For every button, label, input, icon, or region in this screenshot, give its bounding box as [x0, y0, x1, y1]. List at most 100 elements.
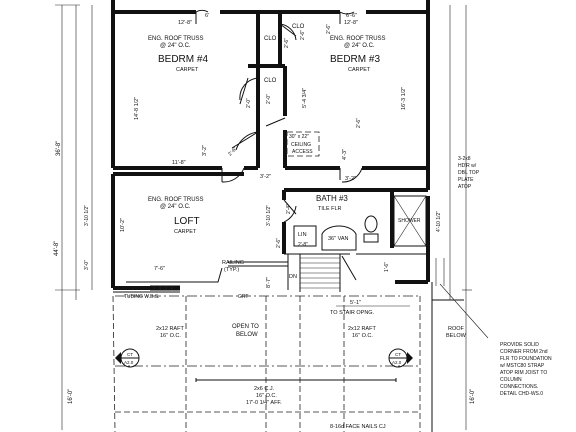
section-markers: [115, 348, 413, 368]
loft-spacing: @ 24" O.C.: [160, 204, 191, 210]
linen-label: LIN: [298, 232, 307, 238]
exterior-walls: [111, 0, 430, 293]
bedroom3-truss: ENG. ROOF TRUSS: [330, 36, 386, 42]
rafter-label: 2x12 RAFT: [348, 326, 376, 332]
rafter-label: 2x12 RAFT: [156, 326, 184, 332]
closet-label: CLO: [264, 36, 277, 42]
door-size-text: 2'-4": [286, 204, 292, 214]
face-nails-label: 8-16d FACE NAILS CJ: [330, 424, 386, 430]
header-note: PLATE: [458, 177, 474, 183]
overall-dimension-text: 16'-0": [470, 389, 476, 404]
section-marker-label: CT: [395, 352, 401, 357]
bath3-floor: TILE FLR: [318, 206, 342, 212]
bath-fixtures: [293, 195, 427, 251]
bath3-title: BATH #3: [316, 194, 348, 203]
railing-label: (TYP.): [224, 267, 239, 273]
dimension-text: 14'-8 1/2": [134, 97, 140, 120]
roof-below-box: [431, 258, 489, 432]
overall-dimension-text: 36'-8": [56, 141, 62, 156]
ceiling-joist-label: 16" O.C.: [256, 393, 277, 399]
corner-note: CONNECTIONS.: [500, 384, 538, 390]
dimension-text: 6': [205, 13, 209, 19]
overall-dimension-text: 44'-8": [54, 241, 60, 256]
open-to-below-label: OPEN TO: [232, 324, 259, 330]
bedroom3-title: BEDRM #3: [330, 54, 380, 65]
side-dimension-text: 3'-10 1/2": [84, 205, 90, 226]
loft-floor: CARPET: [174, 229, 197, 235]
corner-note: ATOP RIM JOIST TO: [500, 370, 547, 376]
header-note: HD'R w/: [458, 163, 477, 169]
railing-label: RAILING: [222, 260, 244, 266]
bedroom4-spacing: @ 24" O.C.: [160, 43, 191, 49]
corner-note: w/ MSTC80 STRAP: [500, 363, 545, 369]
dimension-text: 4'-3": [342, 149, 348, 160]
ceiling-access-outline: [286, 131, 320, 157]
interior-walls: [113, 10, 428, 255]
door-size-text: 2'-6": [356, 118, 362, 128]
closet-label: CLO: [264, 78, 277, 84]
side-dimension-text: 3'-0": [84, 260, 90, 270]
tubing-label: TUBING W.B.S.: [124, 294, 160, 300]
dimension-text: 3'-2": [345, 176, 356, 182]
dimension-text: 10'-2": [120, 218, 126, 232]
door-size-text: 2'-6": [300, 30, 306, 40]
corner-note: PROVIDE SOLID: [500, 342, 539, 348]
header-note: 3-2x8: [458, 156, 471, 162]
ceiling-access-label: 30" x 22": [289, 134, 309, 140]
dimension-text: 3'-2": [260, 174, 271, 180]
vanity-label: 36" VAN: [328, 236, 349, 242]
roof-below-label: BELOW: [446, 333, 467, 339]
side-dimension-text: 4'-10 1/2": [436, 211, 442, 232]
bedroom3-spacing: @ 24" O.C.: [344, 43, 375, 49]
door-size-text: 2'-6": [326, 24, 332, 34]
ceiling-joist-label: 2x6 C.J.: [254, 386, 275, 392]
door-size-labels: 2'-6" 2'-6" 2'-0" 2'-0" 2'-6" 2'-6" 2'-4…: [227, 24, 362, 214]
dimension-text: 5'-1": [350, 300, 361, 306]
dimension-text: 1'-6": [384, 262, 390, 272]
bedroom4-truss: ENG. ROOF TRUSS: [148, 36, 204, 42]
corner-note: FLR TO FOUNDATION: [500, 356, 552, 362]
closet-label: CLO: [292, 24, 305, 30]
section-marker-label: A2.0: [392, 360, 402, 365]
dimension-text: 11'-8": [172, 160, 186, 166]
dimension-text: 2'-8": [298, 242, 308, 248]
girder-label: GRT: [238, 294, 248, 300]
dimension-text: 12'-8": [178, 20, 192, 26]
dimension-labels: 6' 12'-8" 6'-6" 12'-8" 11'-8" 3'-2" 3'-2…: [54, 13, 476, 404]
ceiling-access-label: ACCESS: [292, 149, 313, 155]
door-size-text: 2'-0": [266, 94, 272, 104]
door-size-text: 2'-6": [284, 38, 290, 48]
loft-truss: ENG. ROOF TRUSS: [148, 197, 204, 203]
shower-label: SHOWER: [398, 218, 421, 224]
dimension-text: 12'-8": [344, 20, 358, 26]
bedroom3-floor: CARPET: [348, 67, 371, 73]
dimension-text: 16'-3 1/2": [401, 87, 407, 110]
tubing-strip: [150, 285, 180, 291]
roof-below-label: ROOF: [448, 326, 465, 332]
bedroom4-title: BEDRM #4: [158, 54, 208, 65]
open-to-below-dashed: [112, 295, 421, 432]
stair-railing: [126, 254, 357, 292]
bedroom4-floor: CARPET: [176, 67, 199, 73]
section-marker-label: CT: [127, 352, 133, 357]
ceiling-access-label: CEILING: [291, 142, 311, 148]
dimension-text: 5'-4 3/4": [302, 88, 308, 108]
open-to-below-label: BELOW: [236, 332, 258, 338]
dimension-text: 8'-7": [266, 277, 272, 288]
room-labels: ENG. ROOF TRUSS @ 24" O.C. BEDRM #4 CARP…: [148, 36, 386, 235]
corner-note: DETAIL CHD-WS.0: [500, 391, 543, 397]
header-note: DBL TOP: [458, 170, 480, 176]
dimension-text: 2'-6": [276, 238, 282, 248]
dimension-text: 3'-10 1/2": [266, 205, 272, 226]
dimension-text: 6'-6": [346, 13, 357, 19]
door-size-text: 2'-6": [227, 146, 238, 157]
loft-title: LOFT: [174, 216, 200, 227]
section-marker-label: A2.0: [124, 360, 134, 365]
annotation-labels: CLO CLO CLO 30" x 22" CEILING ACCESS LIN…: [124, 24, 552, 430]
overall-dimension-text: 16'-0": [68, 389, 74, 404]
stair-opening-label: TO STAIR OPNG.: [330, 310, 375, 316]
corner-note: CORNER FROM 2nd: [500, 349, 548, 355]
overall-dimension-lines: [55, 4, 472, 430]
rafter-label: 16" O.C.: [352, 333, 373, 339]
